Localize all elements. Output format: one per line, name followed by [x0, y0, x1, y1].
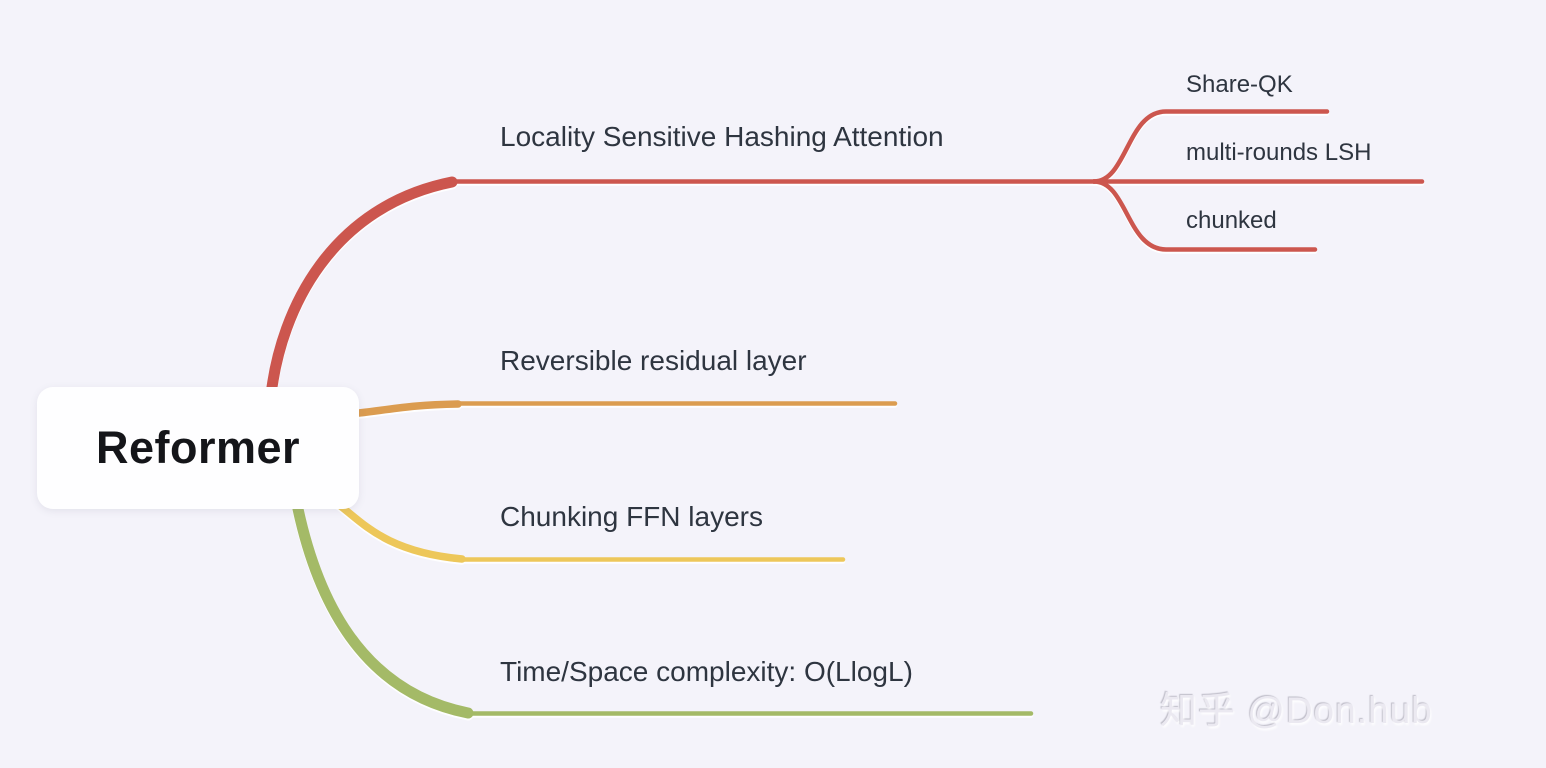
branch-ffn-trunk-line	[334, 500, 466, 563]
branch-lsh-child-shareqk-line	[1091, 109, 1330, 184]
root-node-reformer[interactable]: Reformer	[37, 387, 359, 509]
branch-lsh-child-chunked-line	[1091, 179, 1318, 252]
branch-label-lsh-attention[interactable]: Locality Sensitive Hashing Attention	[500, 121, 944, 152]
branch-label-reversible-residual[interactable]: Reversible residual layer	[500, 345, 807, 376]
branch-lsh-trunk-line	[265, 176, 458, 401]
child-label-multi-rounds-lsh[interactable]: multi-rounds LSH	[1186, 139, 1372, 166]
branch-reversible-trunk-line	[355, 400, 462, 417]
watermark-zhihu-donhub: 知乎 @Don.hub	[1160, 690, 1433, 731]
branch-label-chunking-ffn[interactable]: Chunking FFN layers	[500, 501, 763, 532]
branch-time-trunk-line	[292, 503, 474, 719]
branch-label-time-space-complexity[interactable]: Time/Space complexity: O(LlogL)	[500, 656, 913, 687]
child-label-share-qk[interactable]: Share-QK	[1186, 71, 1293, 98]
root-node-label: Reformer	[95, 422, 301, 473]
child-label-chunked[interactable]: chunked	[1186, 207, 1277, 234]
